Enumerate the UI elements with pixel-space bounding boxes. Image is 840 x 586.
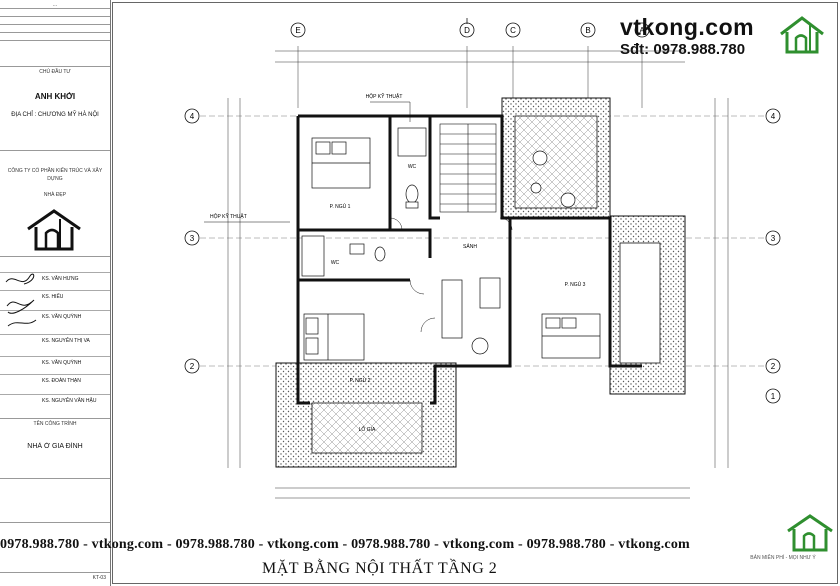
role-name: KS. ĐOÀN THẠN <box>42 378 81 384</box>
grid-label-e: E <box>295 26 300 35</box>
company-sub: NHÀ ĐẸP <box>43 192 67 198</box>
revision-row <box>0 40 110 48</box>
bed-1 <box>311 137 371 189</box>
wc-2-label: WC <box>331 260 340 266</box>
plan-title: MẶT BẰNG NỘI THẤT TẦNG 2 <box>262 560 498 577</box>
signature-mark <box>5 273 37 327</box>
company-line <box>0 256 110 266</box>
hall-label: SẢNH <box>463 243 477 250</box>
role-name: KS. VĂN QUỲNH <box>42 360 82 366</box>
watermark-strip: 0978.988.780 - vtkong.com - 0978.988.780… <box>0 537 690 552</box>
loggia-label: LÔ GIA <box>359 426 376 433</box>
tech-shaft-note-2: HỘP KỸ THUẬT <box>210 213 247 220</box>
drawing-code: KT-03 <box>0 572 110 586</box>
tech-shaft-note: HỘP KỸ THUẬT <box>366 93 403 100</box>
house-logo-icon <box>780 16 824 54</box>
signature-row: KS. ĐOÀN THẠN <box>0 374 110 391</box>
grid-label-b: B <box>585 26 590 35</box>
signature-row: KS. HIẾU <box>0 290 110 307</box>
staircase <box>439 123 497 213</box>
role-name: KS. VĂN HƯNG <box>42 276 79 282</box>
balcony-right-inner <box>619 242 661 364</box>
grid-label-3-right: 3 <box>771 234 776 243</box>
grid-label-2-right: 2 <box>771 362 776 371</box>
loggia-floor <box>311 402 423 454</box>
house-logo-bottom-icon <box>787 514 833 552</box>
client-name: ANH KHỞI <box>34 92 76 101</box>
revision-row <box>0 16 110 24</box>
grid-axis-right: 4 3 2 1 <box>765 108 781 404</box>
signature-row: KS. NGUYỄN VĂN HẬU <box>0 394 110 411</box>
floor-plan: E D C B A 4 3 2 4 3 2 1 LÔ GIA <box>184 18 781 499</box>
bottom-tagline: BẢN MIỄN PHÍ - MỌI NHƯ Ý <box>750 555 816 561</box>
revision-row <box>0 32 110 40</box>
bed-2 <box>303 313 365 361</box>
signature-row: KS. VĂN HƯNG <box>0 272 110 289</box>
bedroom-2-label: P. NGỦ 2 <box>350 377 371 384</box>
grid-label-4-right: 4 <box>771 112 776 121</box>
bedroom-1-label: P. NGỦ 1 <box>330 203 351 210</box>
door-swings <box>389 217 513 333</box>
bedroom-3-label: P. NGỦ 3 <box>565 281 586 288</box>
signature-row: KS. VĂN QUỲNH <box>0 356 110 373</box>
company-logo-icon <box>27 209 81 251</box>
drawing-meta <box>0 478 110 518</box>
bed-3 <box>541 313 601 359</box>
grid-label-d: D <box>464 26 470 35</box>
grid-label-2: 2 <box>190 362 195 371</box>
grid-label-4: 4 <box>190 112 195 121</box>
wc-1-label: WC <box>408 164 417 170</box>
company-name: CÔNG TY CỔ PHẦN KIẾN TRÚC VÀ XÂY DỰNG <box>7 168 103 182</box>
brand-phone: Sđt: 0978.988.780 <box>620 41 746 58</box>
revision-header: ... <box>52 2 58 8</box>
drawing-meta-2 <box>0 522 110 536</box>
revision-row <box>0 8 110 16</box>
wc-top <box>397 127 427 209</box>
company-header <box>0 150 110 160</box>
revision-row <box>0 24 110 32</box>
brand-header: vtkong.com Sđt: 0978.988.780 <box>600 8 836 62</box>
owner-label: CHỦ ĐẦU TƯ <box>0 66 110 78</box>
role-name: KS. NGUYỄN VĂN HẬU <box>42 398 97 404</box>
grid-label-a: A <box>639 26 645 35</box>
grid-label-1-right: 1 <box>771 392 776 401</box>
project-name: NHÀ Ở GIA ĐÌNH <box>27 443 83 450</box>
hall-furniture <box>441 277 501 355</box>
role-name: KS. NGUYỄN THỊ VA <box>42 338 90 344</box>
client-address: ĐỊA CHỈ : CHƯƠNG MỸ HÀ NỘI <box>11 112 99 118</box>
grid-label-3: 3 <box>190 234 195 243</box>
grid-axis-left: 4 3 2 <box>184 108 200 374</box>
signature-row: KS. VĂN QUỲNH <box>0 310 110 327</box>
brand-name: vtkong.com <box>620 14 755 40</box>
title-block: ... CHỦ ĐẦU TƯ ANH KHỞI ĐỊA CHỈ : CHƯƠNG… <box>0 0 111 586</box>
wc-middle <box>301 235 386 277</box>
walls <box>296 114 642 405</box>
balcony-floor <box>514 115 598 209</box>
signature-row: KS. NGUYỄN THỊ VA <box>0 334 110 351</box>
grid-axis-top: E D C B A <box>290 18 650 38</box>
role-name: KS. VĂN QUỲNH <box>42 314 82 320</box>
project-label: TÊN CÔNG TRÌNH <box>0 418 110 430</box>
balcony-chairs <box>530 150 576 208</box>
role-name: KS. HIẾU <box>42 294 64 300</box>
grid-label-c: C <box>510 26 516 35</box>
dimension-lines <box>227 46 729 499</box>
